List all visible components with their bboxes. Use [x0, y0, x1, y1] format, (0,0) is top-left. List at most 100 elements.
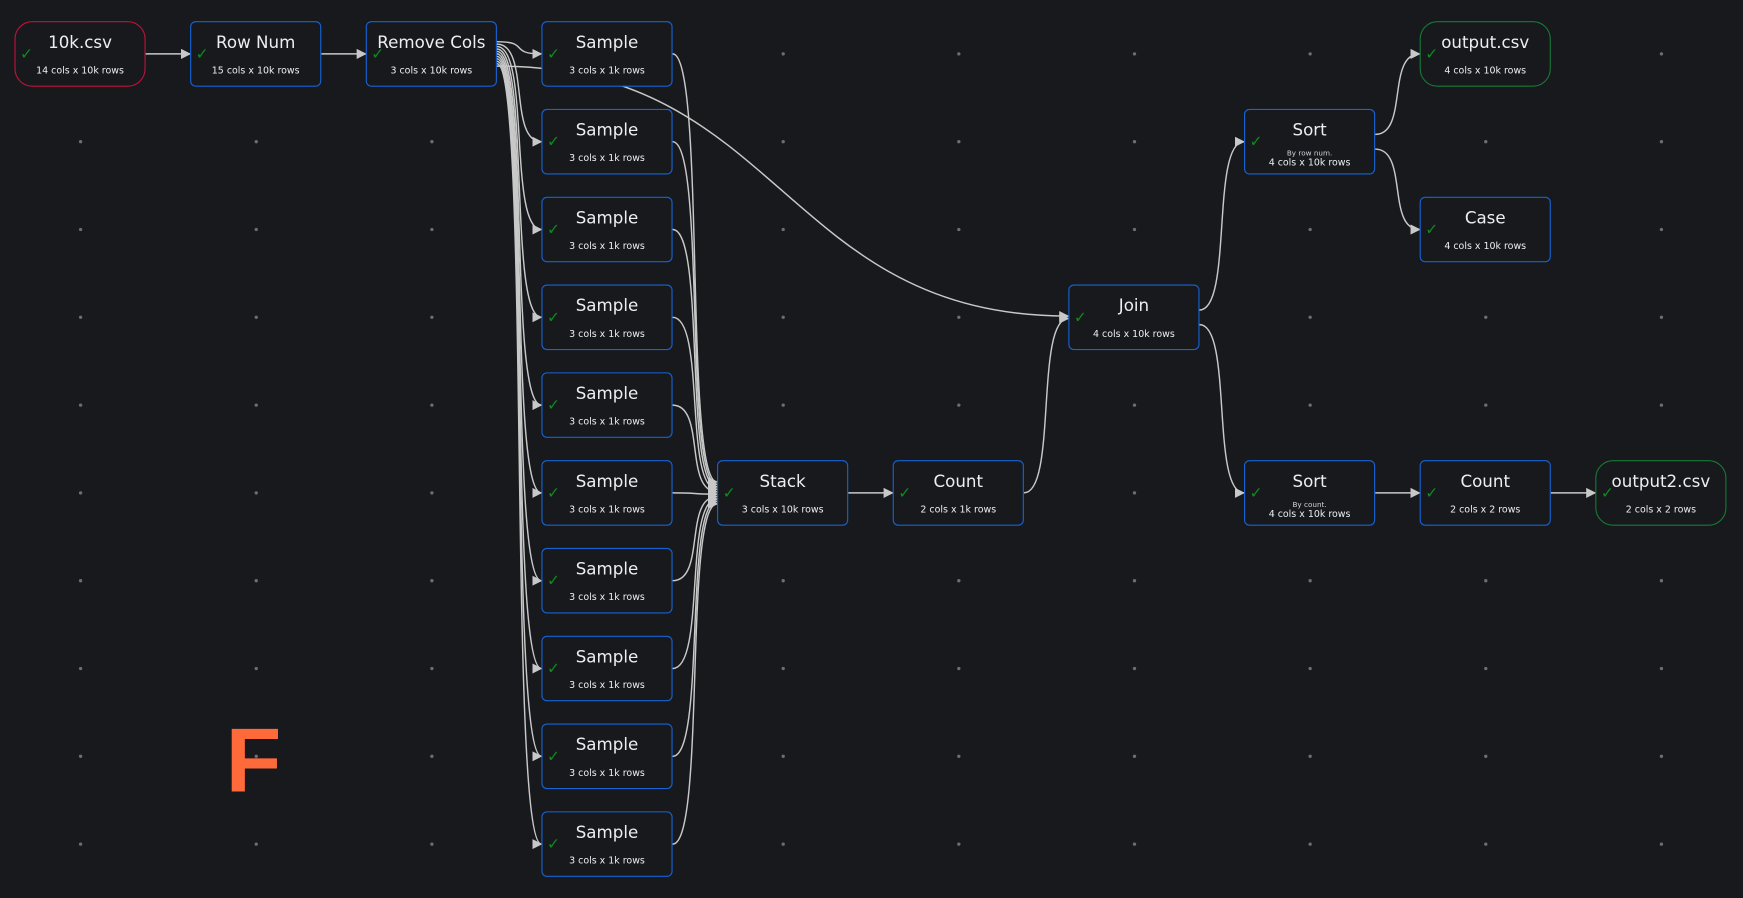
node-shape: 14 cols x 10k rows [36, 65, 124, 77]
check-icon: ✓ [20, 45, 34, 64]
node-sort[interactable]: ✓ Sort By row num.4 cols x 10k rows [1243, 108, 1376, 175]
node-title: Row Num [216, 32, 296, 53]
grid-dot [78, 491, 82, 495]
node-shape: 15 cols x 10k rows [211, 65, 300, 77]
grid-dot [1659, 754, 1663, 758]
grid-dot [429, 227, 434, 232]
node-title: output2.csv [1611, 471, 1711, 492]
grid-dot [429, 491, 434, 495]
node-title: Sample [575, 383, 639, 404]
grid-dot [956, 315, 960, 319]
check-icon: ✓ [1073, 308, 1087, 327]
grid-dot [254, 140, 258, 144]
grid-dot [956, 227, 960, 232]
node-description: By row num. [1286, 148, 1333, 158]
check-icon: ✓ [546, 133, 561, 152]
grid-dot [780, 842, 785, 846]
check-icon: ✓ [1249, 133, 1263, 152]
grid-dot [1132, 403, 1136, 407]
edge-join-to-sort2 [1199, 323, 1246, 498]
check-icon: ✓ [546, 835, 561, 854]
grid-dot [1483, 754, 1487, 758]
check-icon: ✓ [1425, 221, 1439, 239]
check-icon: ✓ [1425, 484, 1439, 503]
grid-dot [1307, 842, 1312, 846]
node-shape: 3 cols x 10k rows [390, 65, 473, 77]
edge-s9-to-stack [672, 498, 719, 845]
grid-dot [780, 579, 785, 583]
grid-dot [1659, 52, 1663, 56]
grid-dot [780, 754, 785, 758]
node-title: Stack [759, 471, 806, 492]
check-icon: ✓ [546, 396, 561, 415]
node-sample[interactable]: ✓ Sample 3 cols x 1k rows [541, 372, 673, 438]
grid-dot [1132, 842, 1136, 846]
node-shape: 3 cols x 1k rows [569, 855, 645, 867]
node-title: Sort [1292, 120, 1327, 141]
grid-dot [1307, 315, 1312, 319]
edge-s2-to-stack [672, 228, 719, 492]
grid-dot [254, 227, 258, 232]
node-description: By count. [1292, 500, 1327, 510]
grid-dot [429, 579, 434, 583]
node-title: Sample [575, 646, 639, 667]
node-title: Sample [575, 295, 639, 316]
grid-dot [1132, 754, 1136, 758]
grid-dot [1659, 140, 1663, 144]
grid-dot [956, 403, 960, 407]
grid-dot [78, 227, 82, 232]
edge-remove-to-s9 [496, 62, 543, 849]
edge-s6-to-stack [672, 491, 719, 582]
check-icon: ✓ [546, 221, 561, 239]
check-icon: ✓ [371, 45, 385, 64]
logo-letter: F [225, 710, 282, 812]
grid-dot [1659, 666, 1663, 671]
node-shape: 3 cols x 1k rows [569, 416, 645, 428]
node-shape: 3 cols x 1k rows [569, 504, 645, 516]
grid-dot [78, 403, 82, 407]
grid-dot [1132, 140, 1136, 144]
node-title: output.csv [1441, 32, 1530, 53]
grid-dot [1132, 491, 1136, 495]
node-shape: 4 cols x 10k rows [1268, 157, 1351, 169]
grid-dot [780, 315, 785, 319]
node-shape: 3 cols x 1k rows [569, 592, 645, 604]
edge-s5-to-stack [672, 489, 719, 500]
node-shape: 3 cols x 1k rows [569, 680, 645, 692]
grid-dot [254, 842, 258, 846]
node-shape: 2 cols x 2 rows [1625, 504, 1697, 516]
grid-dot [1132, 666, 1136, 671]
node-shape: 3 cols x 1k rows [569, 767, 645, 780]
check-icon: ✓ [546, 45, 561, 64]
grid-dot [780, 666, 785, 671]
grid-dot [78, 842, 82, 846]
grid-dot [1132, 579, 1136, 583]
grid-dot [254, 403, 258, 407]
edge-remove-to-s0 [496, 40, 543, 59]
check-icon: ✓ [546, 572, 561, 591]
node-title: Join [1118, 295, 1150, 316]
node-shape: 3 cols x 1k rows [569, 65, 645, 77]
grid-dot [78, 754, 82, 758]
